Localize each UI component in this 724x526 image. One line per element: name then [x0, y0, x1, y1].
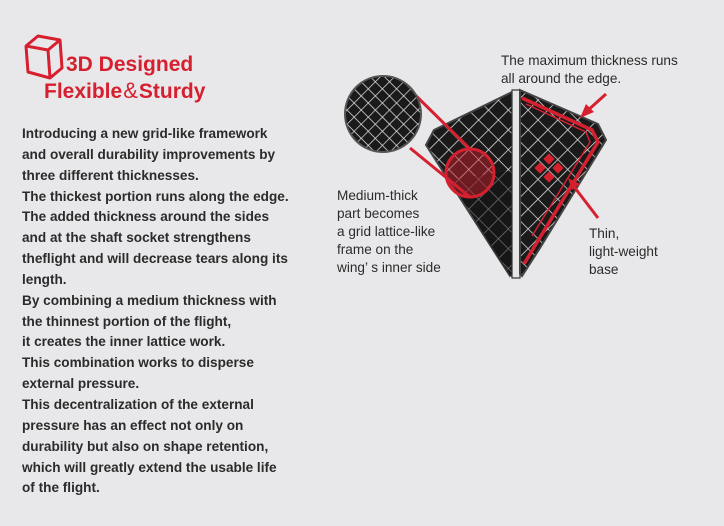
description-line: By combining a medium thickness with [22, 292, 277, 308]
description-line: the thinnest portion of the flight, [22, 313, 232, 329]
description-line: and overall durability improvements by [22, 146, 276, 162]
title-word-flexible: Flexible [44, 80, 123, 103]
callout-line: Medium-thick [337, 188, 418, 203]
title-word-sturdy: Sturdy [138, 80, 206, 103]
callout-line: part becomes [337, 206, 420, 221]
callout-line: wing’ s inner side [337, 260, 441, 275]
title-ampersand: & [123, 78, 138, 103]
description-line: pressure has an effect not only on [22, 417, 244, 433]
title-line-2: Flexible&Sturdy [44, 78, 205, 105]
flight-left-wing [424, 90, 518, 278]
callout-line: frame on the [337, 242, 414, 257]
arrow-max-thickness [580, 92, 608, 118]
page-title: 3D Designed Flexible&Sturdy [44, 52, 205, 105]
callout-line: light-weight [589, 244, 658, 259]
3d-box-outline-icon [24, 34, 64, 80]
dart-flight-illustration [344, 75, 608, 279]
description-line: which will greatly extend the usable lif… [22, 459, 277, 475]
description-line: and at the shaft socket strengthens [22, 230, 251, 246]
magnifier-lens [344, 75, 472, 199]
callout-line: a grid lattice-like [337, 224, 436, 239]
flight-spine [511, 89, 521, 279]
description-line: The added thickness around the sides [22, 209, 270, 225]
description-line: of the flight. [22, 480, 100, 496]
description-line: theflight and will decrease tears along … [22, 251, 288, 267]
callout-max-thickness: The maximum thickness runs all around th… [501, 52, 678, 88]
callout-line: all around the edge. [501, 71, 622, 86]
description-line: This decentralization of the external [22, 396, 254, 412]
callout-line: Thin, [589, 226, 620, 241]
description-line: The thickest portion runs along the edge… [22, 188, 289, 204]
description-text: Introducing a new grid-like framework an… [22, 124, 322, 499]
description-line: three different thicknesses. [22, 167, 199, 183]
medium-thick-highlight [444, 147, 496, 199]
description-line: This combination works to disperse [22, 355, 254, 371]
callout-thin-base: Thin, light-weight base [589, 225, 658, 279]
description-line: it creates the inner lattice work. [22, 334, 226, 350]
title-line-1: 3D Designed [66, 53, 194, 76]
callout-line: The maximum thickness runs [501, 53, 678, 68]
flight-right-wing [519, 88, 608, 278]
description-line: durability but also on shape retention, [22, 438, 269, 454]
description-line: Introducing a new grid-like framework [22, 126, 268, 141]
description-line: length. [22, 271, 67, 287]
callout-medium-thick: Medium-thick part becomes a grid lattice… [337, 187, 441, 277]
callout-line: base [589, 262, 619, 277]
max-thickness-edge [521, 96, 600, 265]
description-line: external pressure. [22, 376, 140, 392]
arrow-thin-base [568, 178, 600, 219]
